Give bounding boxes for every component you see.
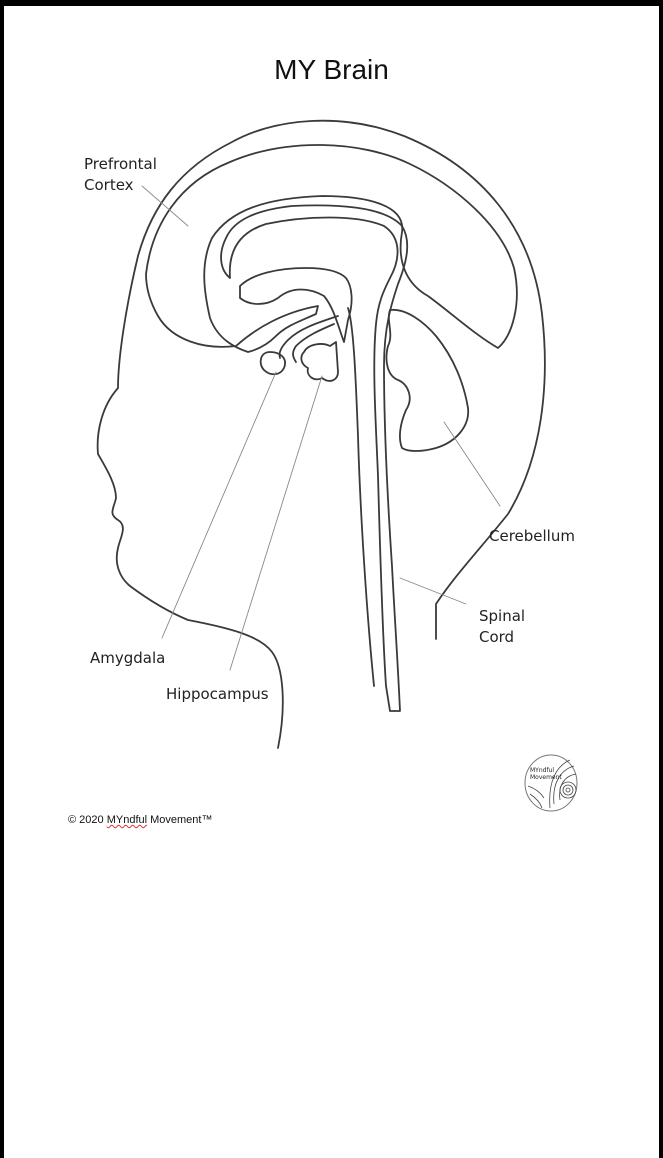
cerebellum-leader <box>444 422 500 506</box>
amygdala-shape <box>261 352 285 374</box>
brand-logo: MYndful Movement <box>524 754 578 817</box>
logo-text-line2: Movement <box>530 774 562 781</box>
cortex-outer <box>146 145 517 352</box>
logo-text-line1: MYndful <box>530 767 554 774</box>
fornix <box>279 316 338 362</box>
leader-lines <box>142 186 500 670</box>
brain-diagram <box>4 6 659 806</box>
label-spinal-line2: Cord <box>479 627 525 648</box>
label-prefrontal-line2: Cortex <box>84 175 157 196</box>
amygdala-leader <box>162 372 276 638</box>
label-amygdala: Amygdala <box>90 648 165 669</box>
label-prefrontal: Prefrontal Cortex <box>84 154 157 196</box>
worksheet-page: MY Brain Prefrontal Cortex <box>4 6 659 1158</box>
label-prefrontal-line1: Prefrontal <box>84 154 157 175</box>
cerebellum-shape <box>386 310 468 451</box>
mandala-logo-icon: MYndful Movement <box>524 754 578 812</box>
copyright-prefix: © 2020 <box>68 814 107 826</box>
spinal-cord-leader <box>400 578 466 604</box>
copyright-brand: MYndful <box>107 814 147 826</box>
brain-stem <box>348 308 374 686</box>
copyright-notice: © 2020 MYndful Movement™ <box>68 814 212 826</box>
label-hippocampus: Hippocampus <box>166 684 269 705</box>
hippocampus-shape <box>301 342 338 381</box>
label-spinal-line1: Spinal <box>479 606 525 627</box>
copyright-suffix: Movement™ <box>147 814 212 826</box>
hippocampus-leader <box>230 376 322 670</box>
label-cerebellum: Cerebellum <box>489 526 575 547</box>
label-spinal-cord: Spinal Cord <box>479 606 525 648</box>
